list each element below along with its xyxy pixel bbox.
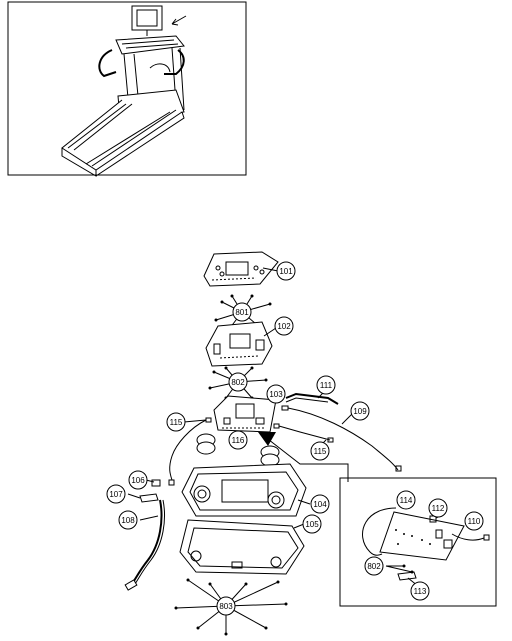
part-console-102	[205, 321, 277, 367]
callout-circle	[310, 441, 330, 461]
callout-circle	[464, 511, 484, 531]
callout-label: 101	[279, 267, 293, 276]
callout-label: 104	[313, 500, 327, 509]
callout-116: 116	[228, 430, 248, 450]
callout-101: 101	[276, 261, 296, 281]
callout-circle	[316, 375, 336, 395]
callout-104: 104	[310, 494, 330, 514]
callout-circle	[396, 490, 416, 510]
callout-106: 106	[128, 470, 148, 490]
callout-110: 110	[464, 511, 484, 531]
inset-board	[379, 511, 465, 561]
callout-111: 111	[316, 375, 336, 395]
callout-circle	[128, 470, 148, 490]
callout-label: 109	[353, 407, 367, 416]
callout-801: 801	[232, 302, 252, 322]
callout-108: 108	[118, 510, 138, 530]
callout-label: 803	[219, 602, 233, 611]
callout-circle	[364, 556, 384, 576]
callout-label: 106	[131, 476, 145, 485]
part-board-103	[213, 395, 277, 433]
callout-circle	[106, 484, 126, 504]
part-speakers-116	[196, 433, 280, 467]
callout-circle	[302, 514, 322, 534]
overview-frame	[7, 1, 247, 176]
callout-107: 107	[106, 484, 126, 504]
callout-102: 102	[274, 316, 294, 336]
part-overlay-101	[203, 251, 279, 287]
inset-part-113	[397, 571, 417, 581]
overview-console	[115, 35, 185, 55]
callout-105: 105	[302, 514, 322, 534]
callout-112: 112	[428, 498, 448, 518]
overview-uprights	[123, 47, 185, 111]
overview-deck	[61, 99, 183, 171]
callout-115: 115	[310, 441, 330, 461]
callout-circle	[310, 494, 330, 514]
callout-label: 111	[320, 381, 333, 390]
callout-803: 803	[216, 596, 236, 616]
callout-circle	[166, 412, 186, 432]
callout-114: 114	[396, 490, 416, 510]
inset-wire-114	[362, 507, 397, 556]
callout-circle	[350, 401, 370, 421]
callout-label: 110	[468, 517, 481, 526]
callout-115: 115	[166, 412, 186, 432]
callout-circle	[118, 510, 138, 530]
callout-circle	[266, 384, 286, 404]
callout-circle	[228, 372, 248, 392]
part-housing-104	[181, 463, 311, 517]
cable-108	[124, 499, 165, 591]
callout-circle	[216, 596, 236, 616]
cable-109	[281, 405, 402, 472]
callout-circle	[276, 261, 296, 281]
callout-label: 801	[235, 308, 249, 317]
overview-arrow	[171, 15, 187, 26]
part-106	[145, 479, 161, 487]
callout-group: 101 801 102 802 103 111 109 115 116 115 106 107 108 1…	[106, 261, 484, 616]
callout-label: 107	[109, 490, 123, 499]
callout-802: 802	[364, 556, 384, 576]
callout-label: 103	[269, 390, 283, 399]
callout-label: 108	[121, 516, 135, 525]
callout-label: 116	[232, 436, 245, 445]
callout-label: 105	[305, 520, 319, 529]
overview-left-handle	[98, 49, 117, 78]
inset-frame	[339, 477, 497, 607]
callout-109: 109	[350, 401, 370, 421]
callout-circle	[232, 302, 252, 322]
cable-115-left	[168, 417, 212, 486]
treadmill-overview-panel	[7, 1, 247, 177]
callout-label: 115	[314, 447, 327, 456]
part-cover-105	[179, 519, 305, 575]
callout-802: 802	[228, 372, 248, 392]
callout-circle	[228, 430, 248, 450]
callout-circle	[274, 316, 294, 336]
callout-circle	[428, 498, 448, 518]
part-107	[127, 493, 159, 503]
callout-label: 102	[277, 322, 291, 331]
callout-label: 802	[367, 562, 381, 571]
callout-113: 113	[410, 581, 430, 601]
callout-label: 113	[414, 587, 427, 596]
detail-arrow	[258, 432, 349, 482]
callout-103: 103	[266, 384, 286, 404]
callout-circle	[410, 581, 430, 601]
callout-label: 114	[400, 496, 413, 505]
inset-cable-110	[451, 533, 485, 541]
callout-label: 802	[231, 378, 245, 387]
callout-label: 115	[170, 418, 183, 427]
callout-label: 112	[432, 504, 445, 513]
